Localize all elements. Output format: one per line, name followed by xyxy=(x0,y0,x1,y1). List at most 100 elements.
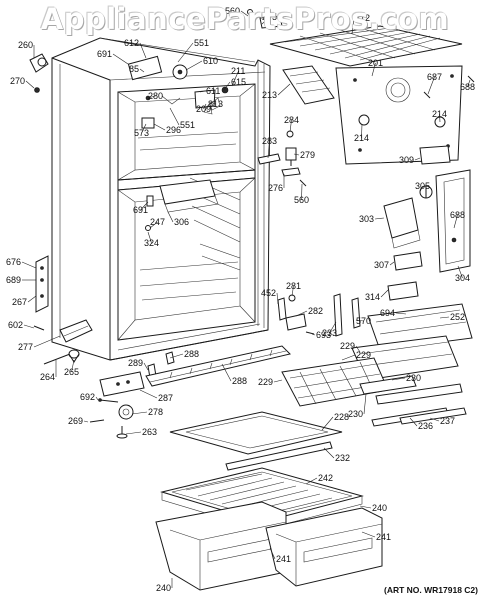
part-label-688: 688 xyxy=(460,82,475,92)
shelves xyxy=(160,303,473,531)
part-label-214: 214 xyxy=(432,109,447,119)
part-label-284: 284 xyxy=(284,115,299,125)
part-label-305: 305 xyxy=(415,181,430,191)
part-label-287: 287 xyxy=(158,393,173,403)
part-label-309: 309 xyxy=(399,155,414,165)
leader-line-306 xyxy=(167,211,174,223)
leader-line-615 xyxy=(223,81,231,91)
part-label-693: 693 xyxy=(316,330,331,340)
leader-line-560 xyxy=(301,183,303,201)
leader-line-691 xyxy=(112,53,129,65)
leader-line-560 xyxy=(240,10,249,17)
part-label-85: 85 xyxy=(129,64,139,74)
leader-line-237 xyxy=(429,417,440,422)
leader-line-247 xyxy=(149,221,158,229)
part-label-551: 551 xyxy=(194,38,209,48)
part-label-289: 289 xyxy=(128,358,143,368)
leader-line-282 xyxy=(295,310,308,317)
leader-line-688 xyxy=(453,214,458,229)
part-label-452: 452 xyxy=(261,288,276,298)
part-label-201: 201 xyxy=(368,58,383,68)
leader-line-305 xyxy=(419,185,423,193)
part-label-252: 252 xyxy=(450,312,465,322)
leader-line-287 xyxy=(139,389,158,399)
leader-line-230 xyxy=(391,377,406,381)
part-label-573: 573 xyxy=(134,128,149,138)
leader-line-281 xyxy=(291,285,294,297)
leader-line-283 xyxy=(267,140,270,159)
part-label-314: 314 xyxy=(365,292,380,302)
part-label-241: 241 xyxy=(376,532,391,542)
part-label-211: 211 xyxy=(231,66,245,76)
part-label-560: 560 xyxy=(225,6,240,16)
cabinet xyxy=(51,37,271,361)
part-label-265: 265 xyxy=(64,367,79,377)
leader-lines xyxy=(21,10,471,588)
control-bracket xyxy=(145,179,219,231)
leader-line-275 xyxy=(261,16,270,25)
part-label-303: 303 xyxy=(359,214,374,224)
part-label-304: 304 xyxy=(455,273,470,283)
part-label-282: 282 xyxy=(308,306,323,316)
leader-line-201 xyxy=(371,62,376,77)
part-label-688: 688 xyxy=(450,210,465,220)
leader-line-570 xyxy=(355,319,364,322)
leader-line-687 xyxy=(427,76,435,95)
part-label-689: 689 xyxy=(6,275,21,285)
part-label-232: 232 xyxy=(335,453,350,463)
left-side-parts xyxy=(29,53,93,365)
crisper-drawers xyxy=(155,501,383,591)
leader-line-692 xyxy=(95,396,99,401)
leader-line-214 xyxy=(439,113,441,123)
part-label-296: 296 xyxy=(166,125,181,135)
part-label-283: 283 xyxy=(262,136,277,146)
part-label-278: 278 xyxy=(148,407,163,417)
art-number: (ART NO. WR17918 C2) xyxy=(384,585,478,595)
leader-line-612 xyxy=(139,42,147,59)
leader-line-288 xyxy=(221,363,232,382)
leader-line-289 xyxy=(143,362,149,371)
leader-line-230 xyxy=(363,393,367,415)
part-label-687: 687 xyxy=(427,72,442,82)
part-label-307: 307 xyxy=(374,260,389,270)
part-label-306: 306 xyxy=(174,217,189,227)
leader-line-278 xyxy=(131,411,148,415)
part-label-236: 236 xyxy=(418,421,433,431)
leader-line-694 xyxy=(395,312,407,315)
part-label-560: 560 xyxy=(294,195,309,205)
part-label-612: 612 xyxy=(124,38,139,48)
leader-line-813 xyxy=(209,101,216,105)
leader-line-452 xyxy=(276,292,279,305)
leader-line-277 xyxy=(33,335,61,348)
leader-line-213 xyxy=(277,83,291,96)
leader-line-269 xyxy=(83,420,89,423)
control-housing xyxy=(383,169,471,319)
part-label-233: 233 xyxy=(322,328,337,338)
leader-line-288 xyxy=(169,353,184,359)
leader-line-693 xyxy=(311,333,316,336)
part-label-602: 602 xyxy=(8,320,23,330)
leader-line-270 xyxy=(25,80,35,89)
leader-line-252 xyxy=(439,316,450,319)
leader-line-280 xyxy=(147,95,156,99)
part-label-691: 691 xyxy=(133,205,148,215)
part-label-288: 288 xyxy=(184,349,199,359)
part-label-276: 276 xyxy=(268,183,283,193)
part-label-228: 228 xyxy=(334,412,349,422)
leader-line-309 xyxy=(414,157,421,161)
part-label-277: 277 xyxy=(18,342,33,352)
leader-line-229 xyxy=(355,345,361,353)
leader-line-602 xyxy=(23,324,35,329)
leader-line-241 xyxy=(269,547,276,560)
leader-line-233 xyxy=(329,321,337,334)
leader-line-212 xyxy=(351,17,355,35)
fan-assembly xyxy=(127,55,229,129)
part-label-270: 270 xyxy=(10,76,25,86)
leader-line-611 xyxy=(199,90,206,93)
leader-line-85 xyxy=(139,68,145,73)
part-label-229: 229 xyxy=(340,341,355,351)
leader-line-691 xyxy=(140,201,149,211)
watermark: AppliancePartsPros.com xyxy=(40,2,450,36)
